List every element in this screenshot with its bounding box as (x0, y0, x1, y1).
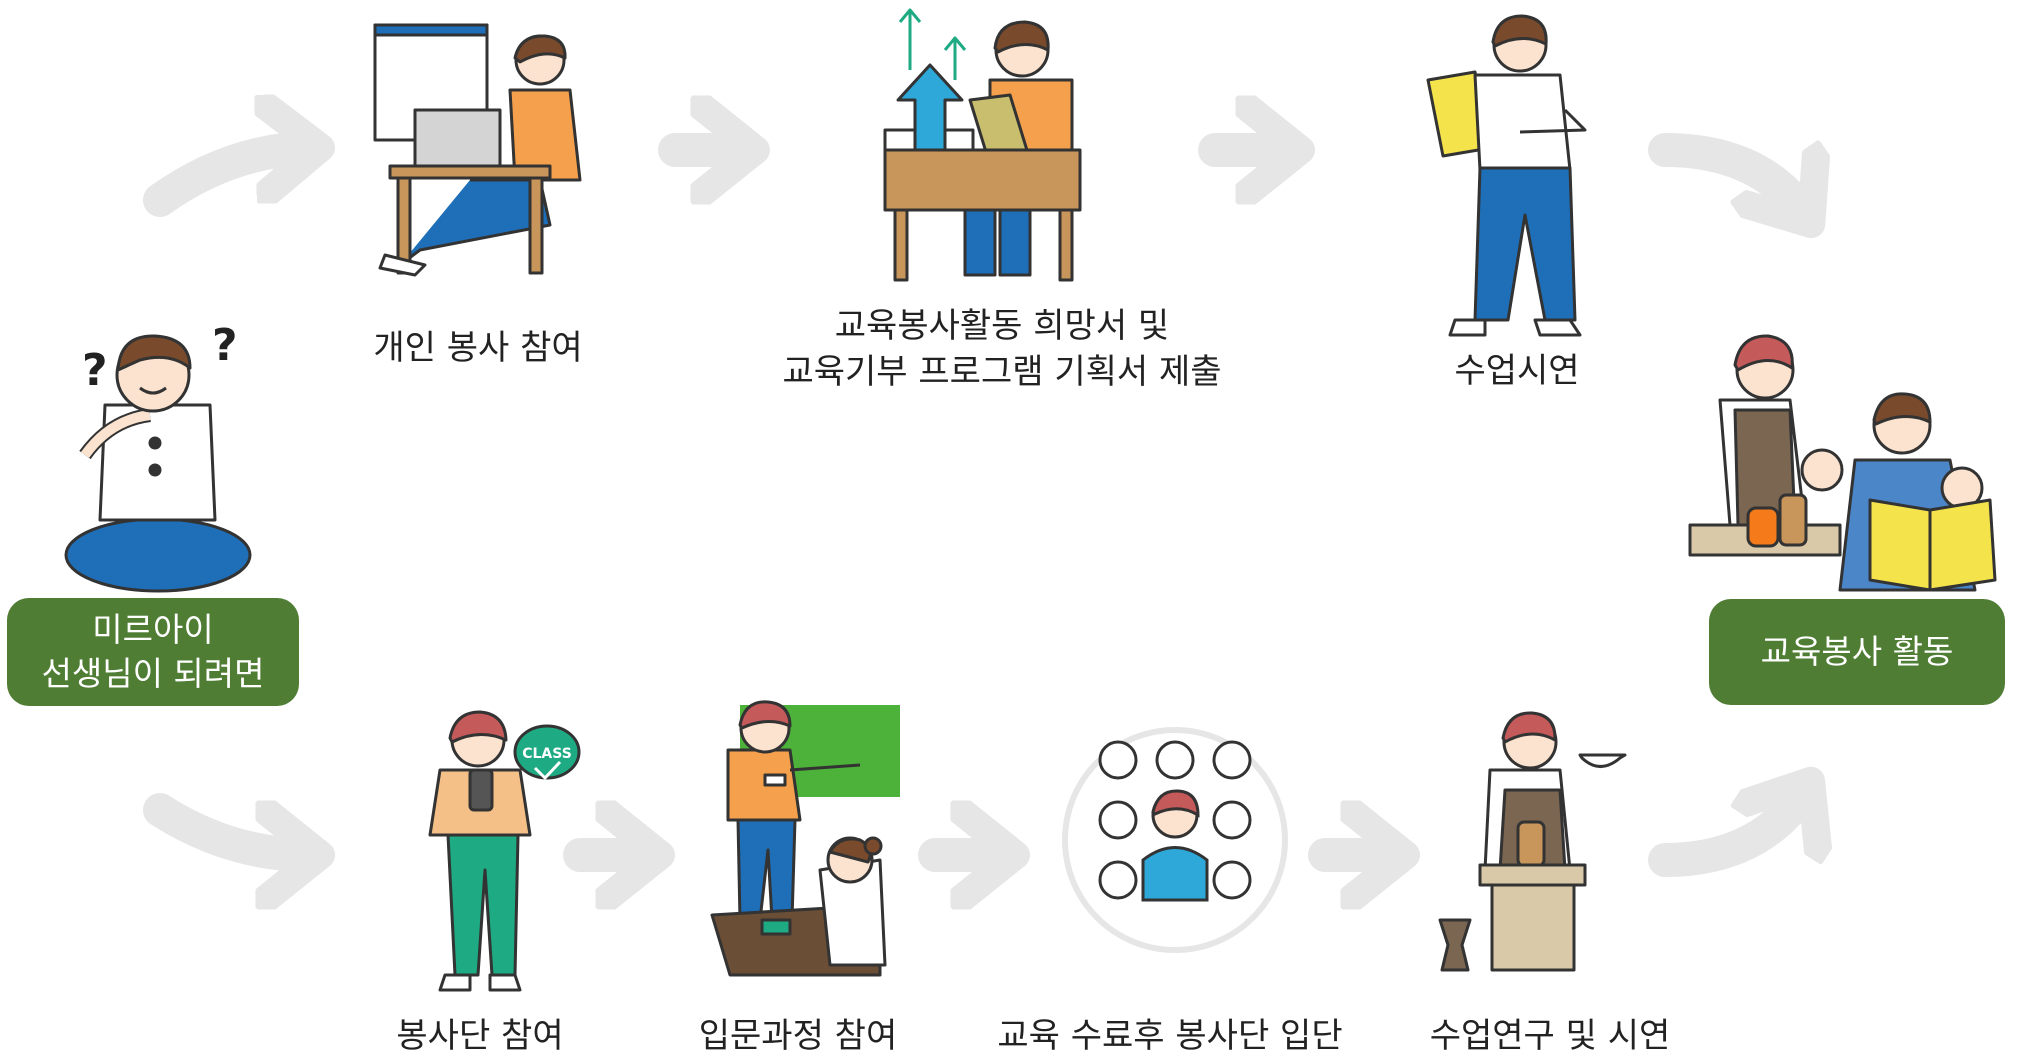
svg-text:CLASS: CLASS (522, 746, 572, 762)
flow-arrows (143, 133, 1805, 877)
arrow-start-to-b1 (143, 793, 310, 855)
step-label-research-demo: 수업연구 및 시연 (1429, 1016, 1671, 1056)
arrow-start-to-step1 (143, 148, 310, 217)
step-label-intro-course: 입문과정 참여 (698, 1016, 898, 1056)
arrow-b4-to-end (1648, 790, 1805, 877)
presenting-person-icon (1426, 14, 1587, 337)
step-label-application-submit: 교육봉사활동 희망서 및 교육기부 프로그램 기획서 제출 (782, 306, 1222, 392)
laptop-person-icon (373, 23, 582, 277)
arrow-step3-to-end (1648, 133, 1805, 215)
phone-class-person-icon: CLASS (428, 710, 581, 992)
start-box-line2: 선생님이 되려면 (41, 654, 265, 693)
family-reading-icon (1688, 334, 1997, 592)
step-label-personal-volunteer: 개인 봉사 참여 (373, 328, 583, 368)
svg-text:?: ? (212, 320, 238, 371)
end-box: 교육봉사 활동 (1709, 599, 2005, 705)
step-label-class-demo: 수업시연 (1454, 351, 1580, 391)
teacher-board-icon (710, 700, 900, 977)
pottery-teacher-icon (1438, 711, 1627, 972)
end-box-label: 교육봉사 활동 (1760, 632, 1954, 671)
step-label-join-group: 봉사단 참여 (396, 1016, 564, 1056)
start-box-line1: 미르아이 (92, 610, 214, 649)
growth-chart-person-icon (883, 8, 1082, 282)
step-label-join-after-training: 교육 수료후 봉사단 입단 (997, 1016, 1343, 1056)
start-box: 미르아이 선생님이 되려면 (7, 598, 299, 706)
group-crowd-icon (1062, 727, 1288, 953)
svg-text:?: ? (82, 345, 108, 396)
thinking-person-icon: ? ? (64, 320, 252, 593)
